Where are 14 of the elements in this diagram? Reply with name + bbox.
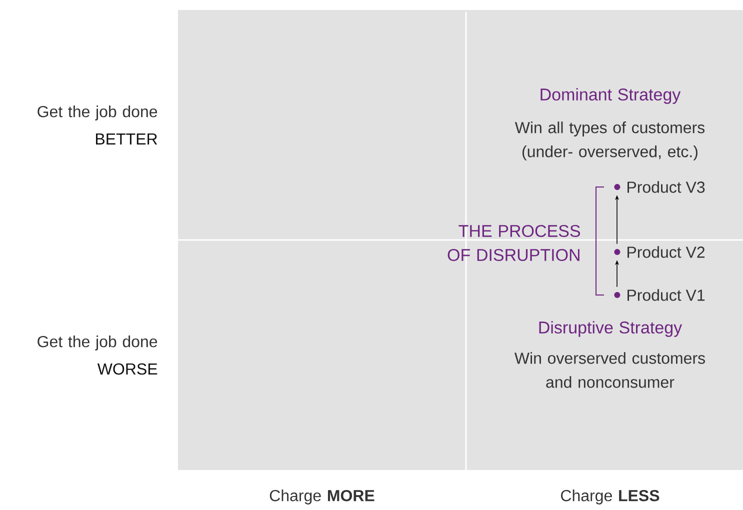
product-label: Product V1 [614,289,705,301]
product-label: Product V2 [614,246,705,258]
axis-label: BETTER [96,133,158,144]
description-text: Win all types of customers (under- overserved, etc.) [514,122,705,160]
axis-label: Get the job done [38,106,158,120]
heading: Dominant Strategy [540,88,681,104]
axis-label: WORSE [97,363,158,375]
axis-label: Get the job done [38,336,158,350]
heading: Disruptive Strategy [539,321,682,337]
axis-label: Charge MORE [270,490,374,504]
description-text: Win overserved customers and nonconsumer [514,352,705,388]
product-label: Product V3 [614,181,705,193]
axis-label: Charge LESS [561,490,660,504]
process-label: THE PROCESS OF DISRUPTION [448,224,580,261]
